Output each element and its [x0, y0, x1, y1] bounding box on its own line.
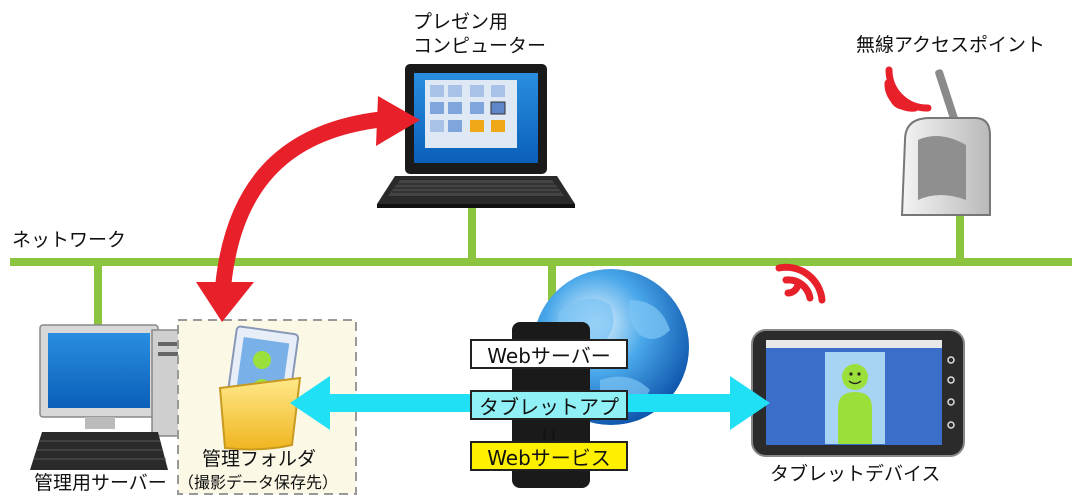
presentation-pc-label-line2: コンピューター	[413, 35, 547, 57]
laptop-icon	[377, 64, 575, 208]
network-line	[10, 200, 1072, 332]
folder-icon	[218, 325, 302, 451]
management-server-label: 管理用サーバー	[34, 472, 167, 494]
management-folder-label: 管理フォルダ	[202, 448, 317, 470]
network-label: ネットワーク	[12, 229, 127, 251]
access-point-label: 無線アクセスポイント	[856, 34, 1046, 56]
wifi-signal-icon	[884, 66, 932, 112]
tablet-app-box: タブレットアプリ	[470, 390, 628, 449]
server-pc-icon	[30, 324, 195, 470]
tablet-icon	[751, 329, 965, 457]
presentation-pc-label-line1: プレゼン用	[413, 11, 509, 33]
access-point-icon	[900, 69, 991, 216]
red-sync-arrow	[196, 96, 420, 322]
web-service-box: Webサービス	[470, 441, 628, 471]
wifi-signal-icon	[775, 263, 826, 304]
folder-note-label: （撮影データ保存先）	[178, 473, 339, 492]
web-server-box: Webサーバー	[470, 339, 628, 369]
tablet-device-label: タブレットデバイス	[770, 463, 941, 485]
